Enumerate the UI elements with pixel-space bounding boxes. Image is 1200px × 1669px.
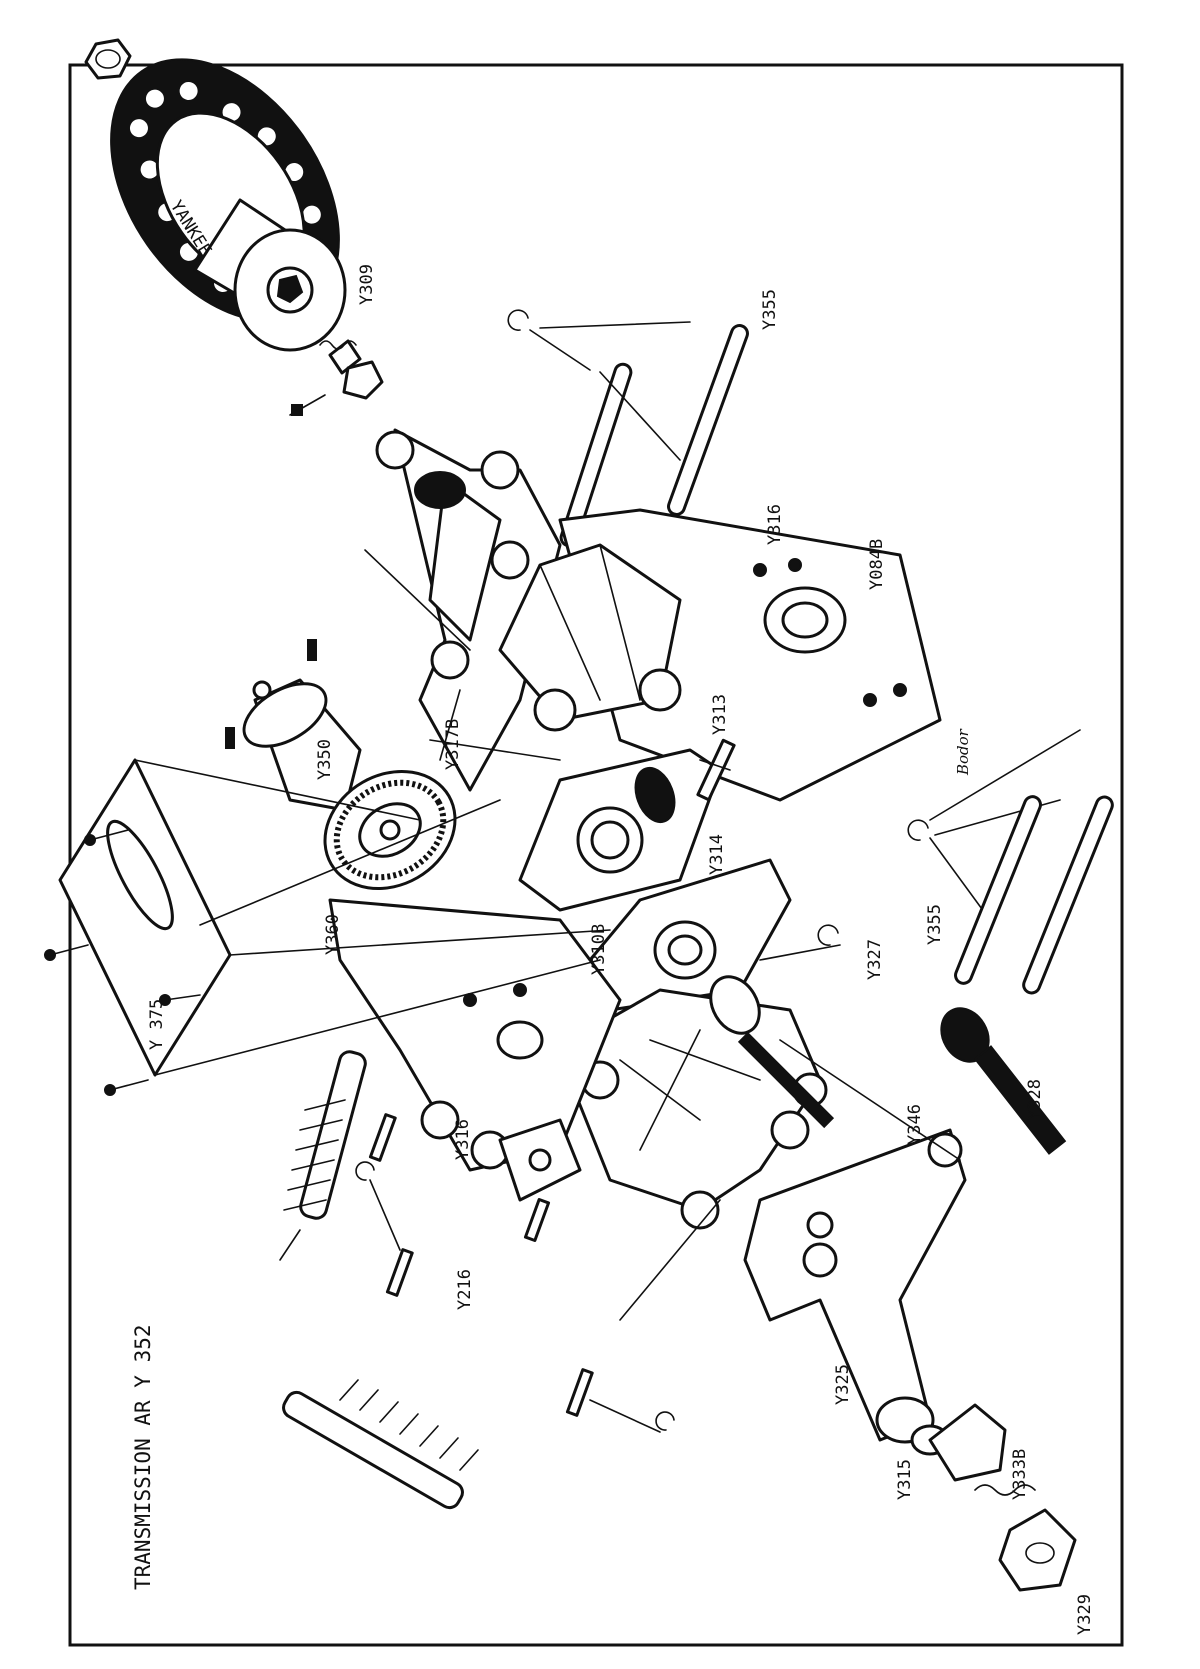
- set-screw: [291, 404, 303, 416]
- cover-plate: [44, 758, 611, 1096]
- shock-absorbers: [282, 1050, 675, 1510]
- upper-hinge-pins: [507, 309, 749, 548]
- label-y315: Y315: [895, 1459, 915, 1500]
- axle-nut-group: [291, 339, 384, 416]
- label-y375: Y 375: [147, 999, 167, 1050]
- leader-lines: [279, 394, 1081, 1321]
- label-y216: Y216: [455, 1269, 475, 1310]
- page-frame: [68, 63, 1124, 1647]
- label-y355-bottom: Y355: [925, 904, 945, 945]
- hub-carrier: [743, 1128, 1077, 1592]
- label-y314: Y314: [707, 834, 727, 875]
- pinion-shaft: [696, 738, 736, 802]
- hinge-pin-b: [667, 324, 749, 516]
- label-y316-bottom: Y316: [453, 1119, 473, 1160]
- wheel-nut: [84, 38, 132, 80]
- label-y309: Y309: [357, 264, 377, 305]
- wheel-nut-hole: [95, 49, 121, 69]
- axle-outdrive: [928, 1403, 1007, 1482]
- chassis-plate: [328, 898, 622, 1172]
- label-y329: Y329: [1075, 1594, 1095, 1635]
- label-y313: Y313: [710, 694, 730, 735]
- label-y084b: Y084B: [867, 539, 887, 590]
- label-y310b: Y310B: [589, 924, 609, 975]
- label-y316-top: Y316: [765, 504, 785, 545]
- diagram-title: TRANSMISSION AR Y 352: [131, 1324, 155, 1590]
- wheel-nut-lower: [998, 1508, 1077, 1592]
- hub-nut: [276, 274, 304, 304]
- circlip-top: [507, 309, 529, 331]
- shock-lower: [282, 1390, 464, 1510]
- label-y327: Y327: [865, 939, 885, 980]
- label-y328: Y328: [1025, 1079, 1045, 1120]
- label-y346: Y346: [905, 1104, 925, 1145]
- label-y325: Y325: [833, 1364, 853, 1405]
- label-y360: Y360: [323, 914, 343, 955]
- cover-plate-body: [58, 758, 232, 1077]
- part-labels: Y309 Y355 Y316 Y084B Y317B Y350 Y313 Y31…: [147, 264, 1095, 1635]
- driveshaft: [709, 975, 1067, 1155]
- pinion-gear: [634, 766, 676, 824]
- lower-hinge-pins: [759, 795, 1114, 995]
- label-y350: Y350: [315, 739, 335, 780]
- artist-signature: Bodor: [954, 728, 972, 776]
- wheel-assembly: YANKEE: [84, 38, 347, 352]
- label-y317b: Y317B: [443, 719, 463, 770]
- shock-upper: [299, 1050, 367, 1220]
- axle-nut: [342, 360, 384, 400]
- label-y333b: Y333B: [1010, 1449, 1030, 1500]
- label-y355-top: Y355: [760, 289, 780, 330]
